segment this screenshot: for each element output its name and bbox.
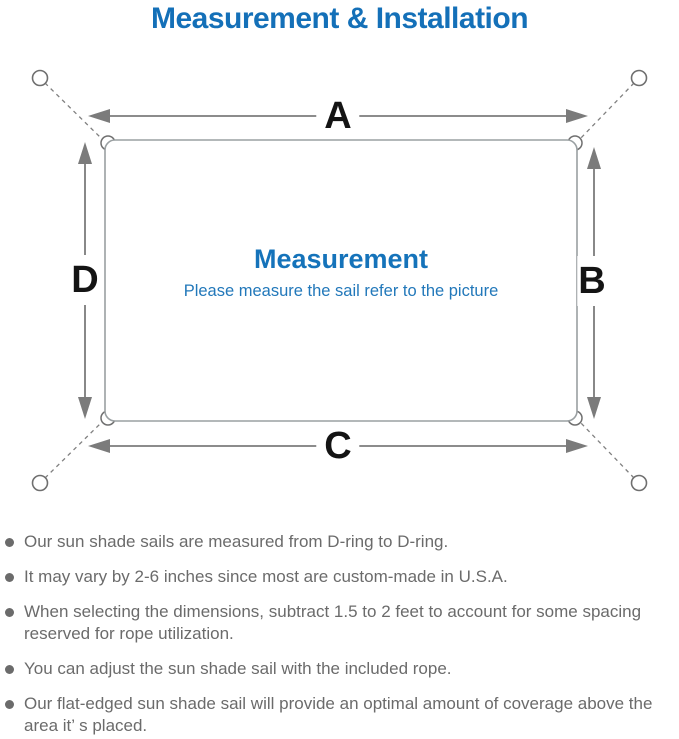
note-text: When selecting the dimensions, subtract … [24, 602, 642, 643]
note-text: It may vary by 2-6 inches since most are… [24, 567, 508, 586]
bullet-icon [5, 573, 14, 582]
guy-line-top-left [44, 82, 103, 140]
diagram-caption: Measurement Please measure the sail refe… [105, 244, 577, 301]
guy-line-bottom-right [579, 421, 635, 479]
bullet-icon [5, 608, 14, 617]
bullet-icon [5, 665, 14, 674]
anchor-ring-bottom-left [31, 474, 49, 492]
sail-outline [104, 139, 578, 422]
sail-measurement-diagram: A B C D Measurement Please measure the s… [0, 50, 679, 520]
note-item: When selecting the dimensions, subtract … [5, 601, 677, 645]
note-text: You can adjust the sun shade sail with t… [24, 659, 452, 678]
anchor-ring-top-right [630, 69, 648, 87]
measurement-notes-list: Our sun shade sails are measured from D-… [5, 531, 677, 739]
arrow-d-top-head [78, 142, 92, 164]
arrow-a-left-head [88, 109, 110, 123]
arrow-d-bottom-head [78, 397, 92, 419]
arrow-c-right-head [566, 439, 588, 453]
note-item: You can adjust the sun shade sail with t… [5, 658, 677, 680]
guy-line-bottom-left [44, 421, 103, 479]
note-item: Our flat-edged sun shade sail will provi… [5, 693, 677, 737]
diagram-caption-subtitle: Please measure the sail refer to the pic… [183, 282, 499, 300]
note-text: Our flat-edged sun shade sail will provi… [24, 694, 653, 735]
note-item: It may vary by 2-6 inches since most are… [5, 566, 677, 588]
page-title: Measurement & Installation [150, 2, 529, 35]
note-item: Our sun shade sails are measured from D-… [5, 531, 677, 553]
diagram-caption-title: Measurement [253, 244, 429, 274]
bullet-icon [5, 538, 14, 547]
dimension-label-left: D [70, 255, 100, 305]
arrow-b-top-head [587, 147, 601, 169]
dimension-label-top: A [316, 97, 360, 135]
arrow-b-bottom-head [587, 397, 601, 419]
anchor-ring-bottom-right [630, 474, 648, 492]
anchor-ring-top-left [31, 69, 49, 87]
note-text: Our sun shade sails are measured from D-… [24, 532, 449, 551]
dimension-label-right: B [577, 256, 607, 306]
arrow-c-left-head [88, 439, 110, 453]
arrow-a-right-head [566, 109, 588, 123]
guy-line-top-right [579, 82, 635, 140]
bullet-icon [5, 700, 14, 709]
dimension-label-bottom: C [316, 427, 360, 465]
